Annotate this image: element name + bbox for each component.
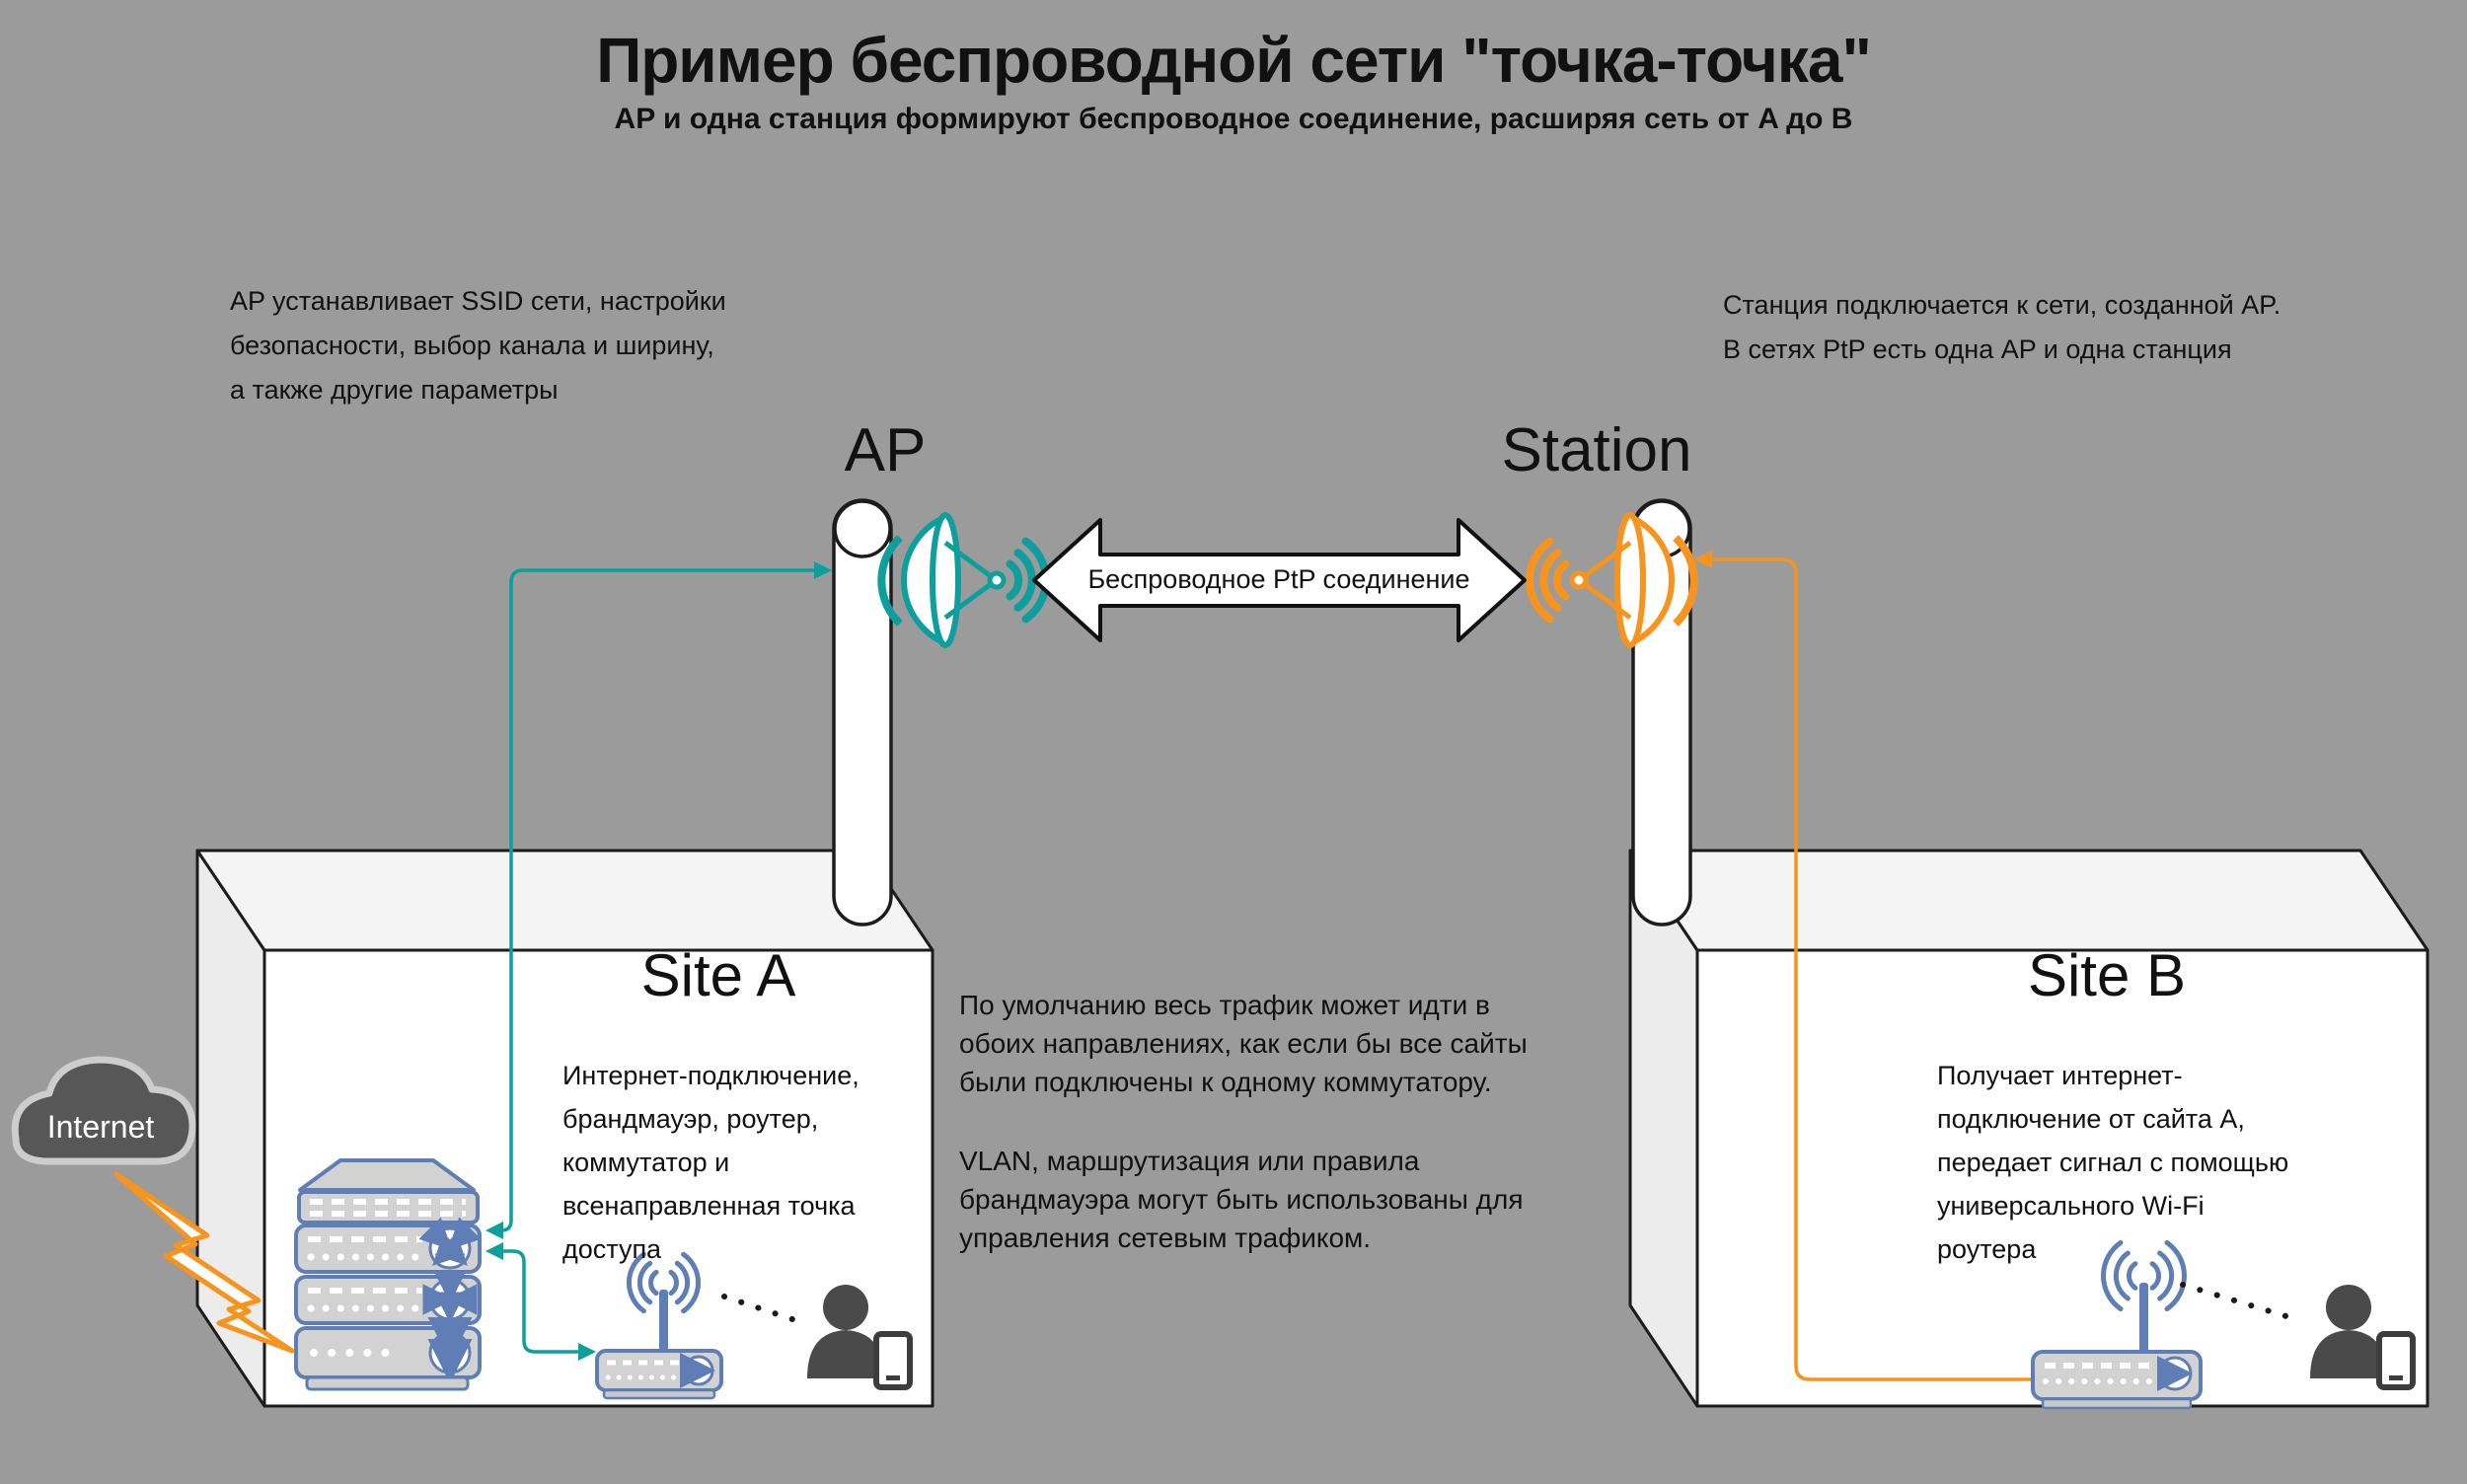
rack-unit-vents <box>297 1190 480 1224</box>
page-title: Пример беспроводной сети "точка-точка" <box>596 25 1872 96</box>
internet-cloud-icon <box>11 1056 196 1165</box>
user-a-icon <box>807 1285 913 1390</box>
site-a-description: Интернет-подключение, брандмауэр, роутер… <box>562 1061 860 1264</box>
site-b-front-face <box>1695 948 2430 1408</box>
traffic-default-note: По умолчанию весь трафик может идти в об… <box>959 990 1528 1097</box>
router-cable <box>486 1242 596 1361</box>
station-cable <box>1694 551 2031 1381</box>
ap-node-label: AP <box>844 416 927 484</box>
site-a-title: Site A <box>640 942 796 1008</box>
traffic-control-note: VLAN, маршрутизация или правила брандмау… <box>959 1146 1524 1253</box>
site-a-top-face <box>195 849 934 952</box>
rack-base <box>305 1375 470 1391</box>
ap-mast-cap <box>833 499 892 558</box>
ap-dish-icon <box>881 515 1046 645</box>
site-b-title: Site B <box>2027 942 2187 1008</box>
wireless-router-a-icon <box>595 1251 723 1400</box>
ap-mast <box>832 498 893 927</box>
ptp-link-arrow <box>1032 518 1527 642</box>
station-node-label: Station <box>1501 416 1692 484</box>
wifi-dotted-link-b <box>2180 1282 2302 1323</box>
site-b-top-face <box>1628 849 2430 952</box>
site-b-description: Получает интернет- подключение от сайта … <box>1937 1061 2289 1264</box>
page-subtitle: AP и одна станция формируют беспроводное… <box>614 103 1853 135</box>
site-b-box <box>1628 849 2430 1408</box>
ptp-link-label: Беспроводное PtP соединение <box>1087 564 1470 594</box>
user-b-icon <box>2310 1285 2416 1390</box>
wireless-router-b-icon <box>2031 1239 2203 1410</box>
rack-cap <box>298 1158 476 1192</box>
ap-cable <box>486 561 832 1239</box>
station-annotation: Станция подключается к сети, созданной A… <box>1723 290 2281 364</box>
lightning-bolt-icon <box>113 1171 295 1354</box>
ap-annotation: AP устанавливает SSID сети, настройки бе… <box>230 286 726 405</box>
phone-b-icon <box>2376 1331 2416 1390</box>
server-rack-icon <box>294 1158 482 1391</box>
internet-cloud-label: Internet <box>46 1109 155 1145</box>
phone-a-icon <box>873 1331 913 1390</box>
